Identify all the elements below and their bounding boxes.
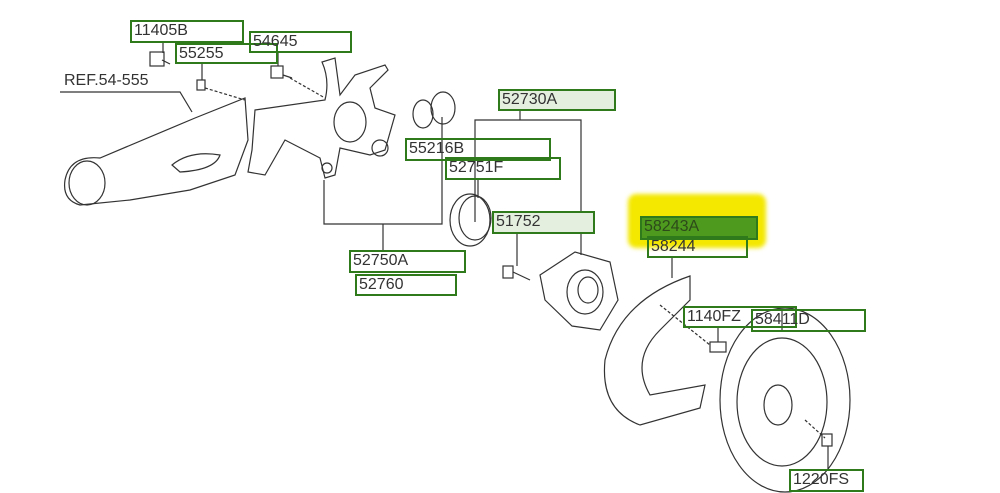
part-label-52751F[interactable]: 52751F xyxy=(445,157,561,180)
part-label-1220FS[interactable]: 1220FS xyxy=(789,469,864,492)
part-label-1140FZ[interactable]: 1140FZ xyxy=(683,306,797,328)
backing-plate xyxy=(603,275,711,426)
trailing-arm xyxy=(60,91,249,206)
part-label-52750A[interactable]: 52750A xyxy=(349,250,466,273)
part-label-55255[interactable]: 55255 xyxy=(175,43,278,64)
bolts xyxy=(149,51,833,447)
part-label-52730A[interactable]: 52730A xyxy=(498,89,616,111)
leader-lines xyxy=(162,43,829,469)
knuckle xyxy=(247,57,396,179)
part-label-58411D[interactable]: 58411D xyxy=(751,309,866,332)
hub-assembly xyxy=(539,251,619,331)
part-label-58244[interactable]: 58244 xyxy=(647,236,748,258)
reference-label: REF.54-555 xyxy=(64,72,149,89)
part-label-51752[interactable]: 51752 xyxy=(492,211,595,234)
part-label-52760[interactable]: 52760 xyxy=(355,274,457,296)
brake-disc xyxy=(719,307,851,493)
part-label-54645[interactable]: 54645 xyxy=(249,31,352,53)
part-label-11405B[interactable]: 11405B xyxy=(130,20,244,43)
part-label-55216B[interactable]: 55216B xyxy=(405,138,551,161)
